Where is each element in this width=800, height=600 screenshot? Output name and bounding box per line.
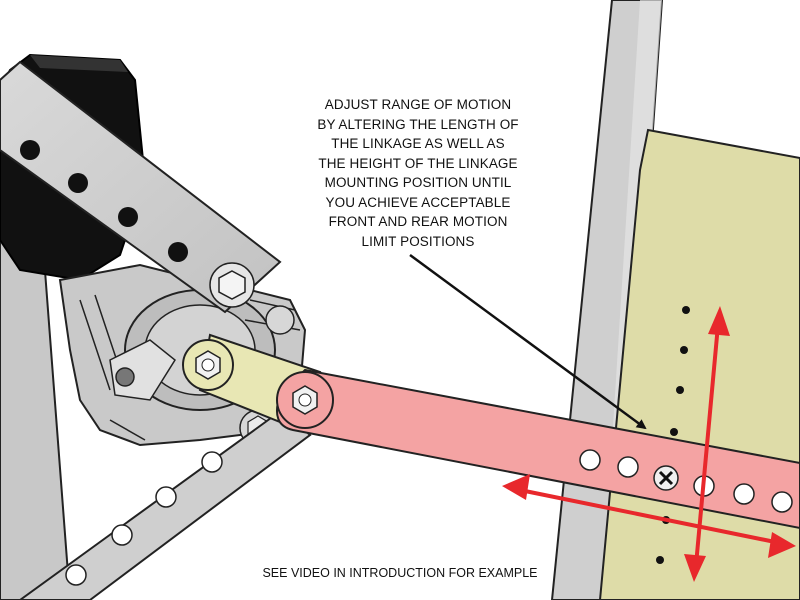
annotation-text: ADJUST RANGE OF MOTION BY ALTERING THE L… [268, 95, 568, 251]
annotation-line: FRONT AND REAR MOTION [328, 214, 508, 229]
casting-flange [109, 339, 176, 401]
annotation-line: ADJUST RANGE OF MOTION [324, 97, 512, 112]
annotation-line: THE LINKAGE AS WELL AS [331, 136, 505, 151]
upper-perforated-bracket [0, 60, 282, 314]
footer-caption: SEE VIDEO IN INTRODUCTION FOR EXAMPLE [262, 566, 538, 580]
phillips-screw-icon [653, 465, 679, 491]
hex-bolt-icon [292, 385, 318, 415]
linkage-holes [579, 449, 793, 513]
lower-perforated-bracket [18, 408, 312, 600]
vertical-motion-arrow [684, 306, 730, 582]
hex-bolt-icon [195, 350, 221, 380]
pointer-arrow [409, 253, 647, 430]
red-linkage [276, 368, 800, 530]
hex-bolt-icon [209, 262, 255, 308]
horizontal-motion-arrow [502, 474, 796, 558]
annotation-line: THE HEIGHT OF THE LINKAGE [318, 155, 518, 171]
annotation-line: BY ALTERING THE LENGTH OF [317, 116, 519, 132]
casting-bolt-upper [265, 305, 295, 335]
annotation-line: LIMIT POSITIONS [361, 233, 475, 249]
annotation-line: MOUNTING POSITION UNTIL [324, 175, 512, 190]
annotation-line: YOU ACHIEVE ACCEPTABLE [325, 194, 511, 210]
